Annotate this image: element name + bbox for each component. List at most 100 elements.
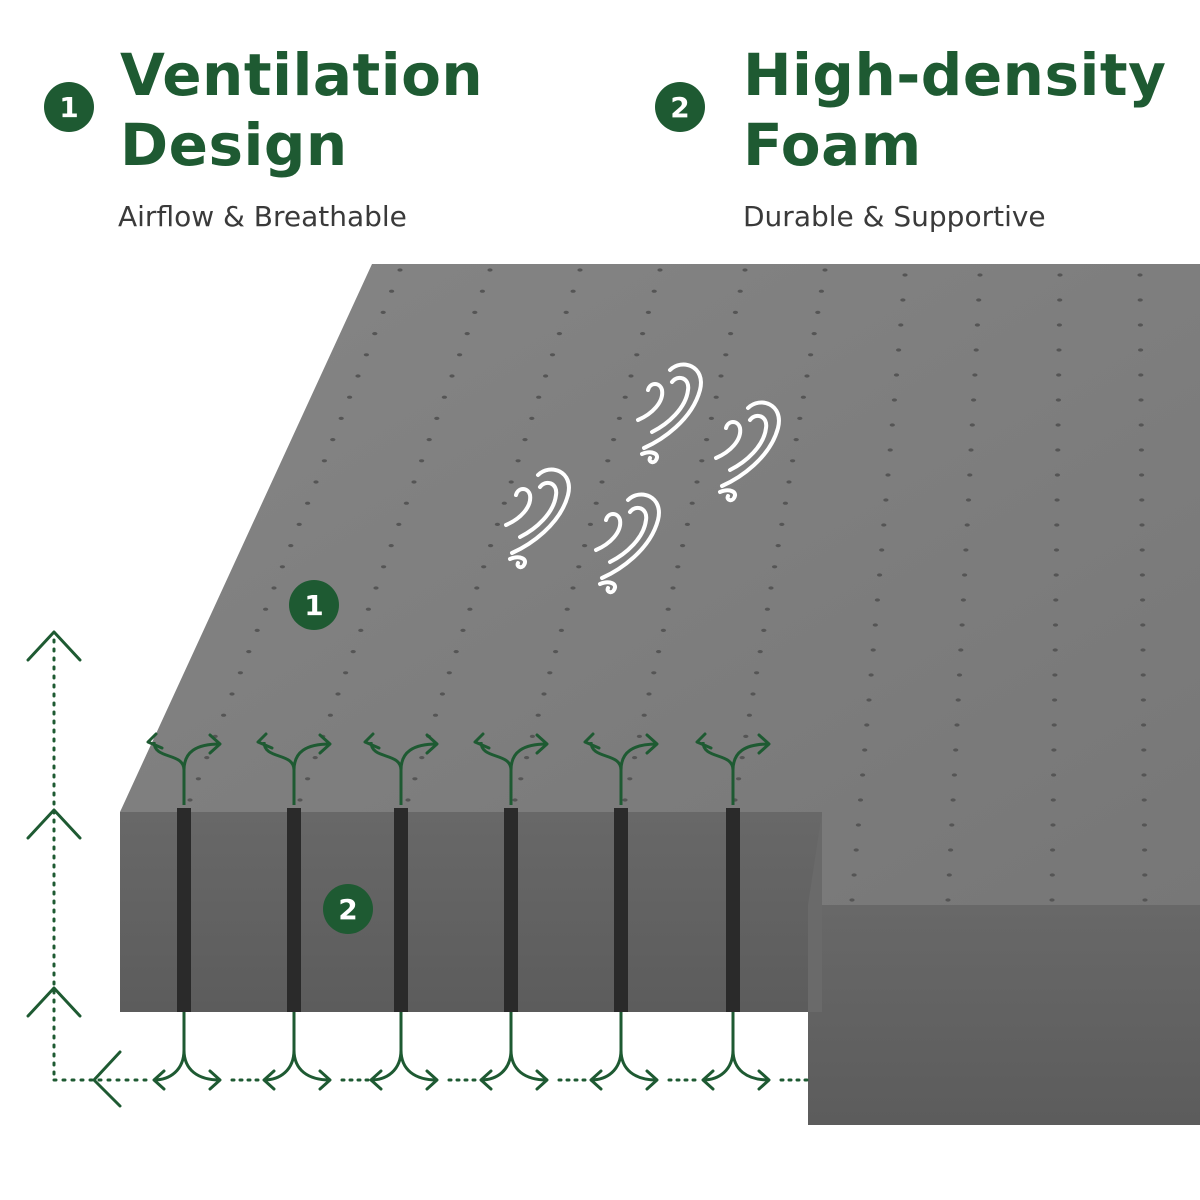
vent-hole <box>874 598 881 602</box>
foam-top-surface <box>120 264 1200 905</box>
vent-hole <box>1055 448 1061 452</box>
swirl-stroke <box>640 450 659 465</box>
arrow-stem <box>292 742 331 771</box>
feature-title-line-1: Ventilation <box>120 41 484 109</box>
vent-hole <box>535 713 541 717</box>
vent-hole <box>1141 748 1147 752</box>
vent-hole <box>1138 423 1144 427</box>
vent-hole <box>1140 698 1146 702</box>
feature-title-line-1: High-density <box>743 41 1167 109</box>
airflow-arrows <box>146 732 809 1091</box>
vent-hole <box>1054 523 1060 527</box>
vent-hole <box>411 480 417 484</box>
vent-hole <box>723 353 729 357</box>
vent-hole <box>849 898 855 902</box>
arrow-head <box>369 1069 383 1091</box>
vent-hole <box>900 298 906 302</box>
vent-hole <box>860 773 866 777</box>
vent-hole <box>657 268 663 272</box>
vent-hole <box>641 713 647 717</box>
vent-hole <box>704 438 710 442</box>
vent-hole <box>263 607 269 611</box>
vent-hole <box>656 650 662 654</box>
vent-hole <box>1140 673 1146 677</box>
vent-hole <box>651 289 657 293</box>
vent-hole <box>965 498 972 502</box>
wind-swirl-icon <box>636 362 703 465</box>
vent-hole <box>343 671 349 675</box>
wind-swirl-icon <box>714 400 781 503</box>
foam-front-right <box>808 905 1200 1125</box>
wind-swirl-icon <box>504 467 571 570</box>
vent-hole <box>1049 873 1055 877</box>
feature-title-line-2: Design <box>120 111 348 179</box>
airflow-arrow-icon <box>473 732 587 1091</box>
vent-hole <box>1051 723 1057 727</box>
vent-hole <box>646 692 652 696</box>
vent-hole <box>742 268 748 272</box>
vent-hole <box>335 692 341 696</box>
feature-title: Ventilation Design <box>120 40 483 180</box>
vent-hole <box>1141 773 1147 777</box>
vent-hole <box>775 544 781 548</box>
arrow-head <box>256 732 274 750</box>
vent-hole <box>768 586 774 590</box>
swirl-stroke <box>600 492 661 580</box>
arrow-stem <box>399 1049 438 1082</box>
vent-hole <box>1057 298 1063 302</box>
vent-hole <box>972 373 978 377</box>
vent-hole <box>857 798 864 802</box>
vent-hole <box>896 348 902 352</box>
vent-hole <box>389 289 395 293</box>
swirl-stroke <box>608 505 649 564</box>
vent-hole <box>372 332 378 336</box>
vent-hole <box>1137 298 1143 302</box>
vent-hole <box>405 798 411 802</box>
vent-hole <box>279 565 285 569</box>
vent-hole <box>616 416 623 420</box>
vent-hole <box>645 310 652 314</box>
number-badge-1: 1 <box>44 82 94 132</box>
swirl-stroke <box>510 467 571 555</box>
vent-hole <box>536 395 542 399</box>
swirl-stroke <box>718 488 737 503</box>
vent-hole <box>864 723 870 727</box>
vent-hole <box>699 459 705 463</box>
vent-hole <box>708 416 715 420</box>
arrow-head <box>583 732 601 750</box>
vent-hole <box>381 565 387 569</box>
vent-hole <box>472 310 478 314</box>
vent-hole <box>441 395 447 399</box>
air-channel <box>394 808 408 1012</box>
vent-hole <box>902 273 908 277</box>
airflow-arrow-icon <box>146 732 260 1091</box>
arrow-stem <box>182 742 221 771</box>
arrow-head <box>208 1069 222 1091</box>
vent-hole <box>887 448 893 452</box>
vent-hole <box>481 565 487 569</box>
arrow-head <box>363 732 381 750</box>
arrow-stem <box>509 742 548 771</box>
vent-hole <box>1055 423 1061 427</box>
airflow-swirls <box>504 362 781 595</box>
vent-hole <box>347 395 353 399</box>
vent-hole <box>611 438 617 442</box>
vent-hole <box>632 756 638 760</box>
vent-hole <box>1140 598 1146 602</box>
vent-hole <box>622 395 628 399</box>
arrow-stem <box>731 742 770 771</box>
vent-hole <box>898 323 904 327</box>
vent-hole <box>512 798 518 802</box>
vent-hole <box>815 310 821 314</box>
vent-hole <box>786 480 792 484</box>
airflow-arrow-icon <box>695 732 809 1091</box>
swirl-stroke <box>508 555 527 570</box>
feature-subtitle: Durable & Supportive <box>743 200 1046 233</box>
vent-hole <box>680 544 686 548</box>
vent-hole <box>977 273 983 277</box>
arrow-head <box>535 733 549 755</box>
vent-hole <box>305 501 311 505</box>
vent-hole <box>1052 648 1058 652</box>
vent-hole <box>288 544 294 548</box>
vent-hole <box>365 607 371 611</box>
